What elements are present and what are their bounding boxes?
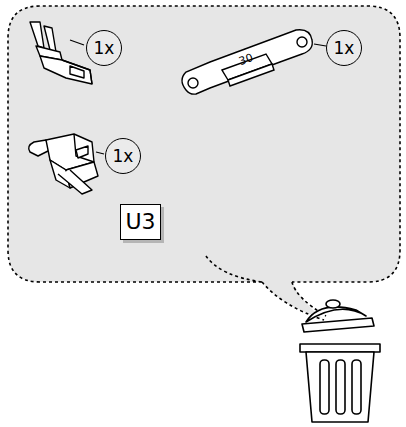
terminal-part (30, 22, 92, 84)
callout-number: 1x (113, 148, 134, 165)
bubble-outline (8, 6, 400, 282)
callout-circle: 1x (86, 30, 122, 66)
part-code: U3 (125, 211, 155, 233)
callout-number: 1x (334, 40, 355, 57)
callout-circle: 1x (326, 30, 362, 66)
leader-line (70, 40, 84, 45)
connector-part (29, 134, 98, 194)
callout-number: 1x (94, 40, 115, 57)
fuse-part (182, 30, 312, 94)
part-code-box: U3 (120, 204, 161, 240)
bubble-fill (8, 6, 400, 318)
leader-line (314, 44, 326, 46)
callout-circle: 1x (105, 138, 141, 174)
trash-can (300, 300, 380, 422)
leader-line (96, 152, 104, 154)
